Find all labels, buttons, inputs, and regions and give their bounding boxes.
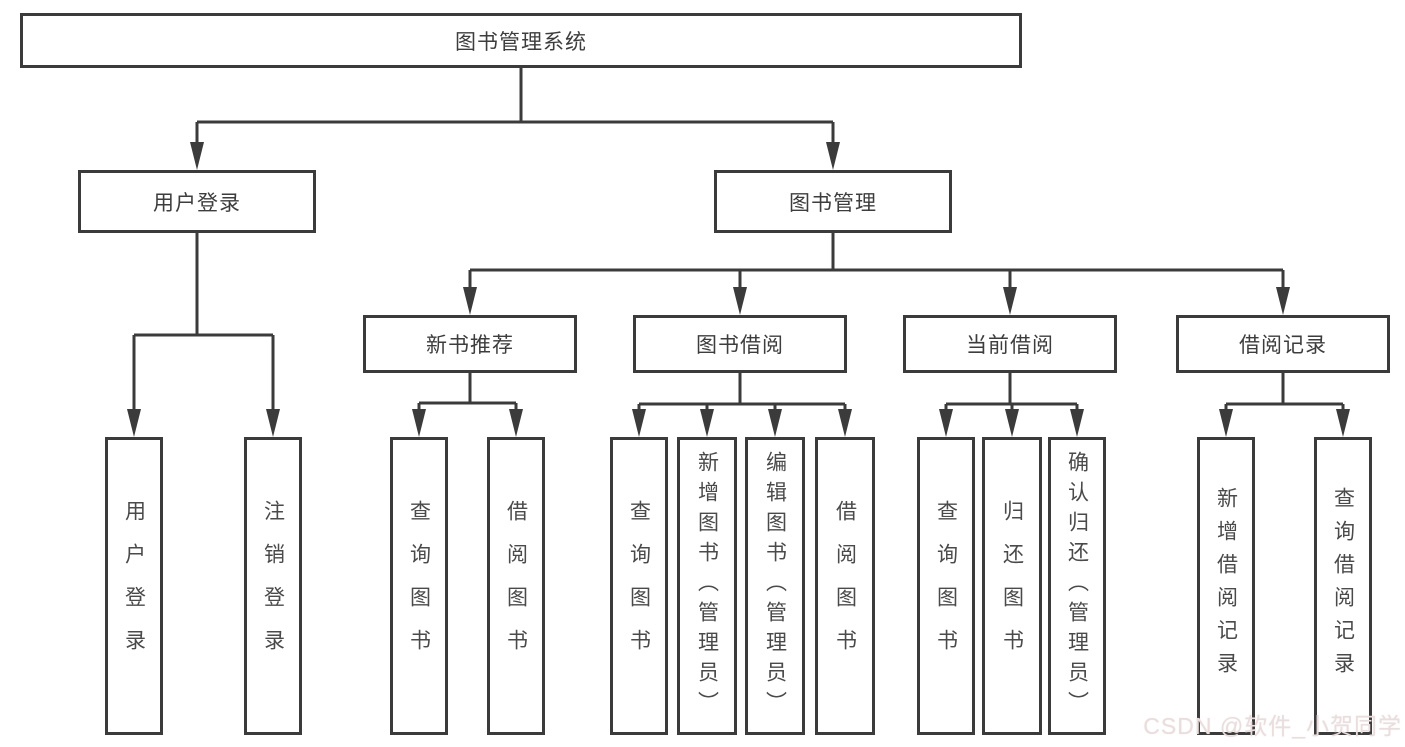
leaf-label: 确认归还（管理员） [1065,451,1089,721]
leaf-edit-book-admin: 编辑图书（管理员） [745,437,805,735]
leaf-label: 查询图书 [934,500,958,672]
node-label: 图书借阅 [696,334,784,357]
arrowhead-down-icon [509,409,523,437]
connector-userlogin-to-leaves [127,233,280,437]
arrowhead-down-icon [1336,409,1350,437]
node-label: 用户登录 [153,191,241,215]
node-label: 图书管理 [789,191,877,215]
leaf-user-login: 用户登录 [105,437,163,735]
csdn-watermark: CSDN @软件_小贺同学 [1143,713,1402,739]
leaf-borrow-books: 借阅图书 [815,437,875,735]
node-book-management: 图书管理 [714,170,952,233]
connector-newbook-to-leaves [412,373,523,437]
node-current-borrow: 当前借阅 [903,315,1117,373]
node-user-login: 用户登录 [78,170,316,233]
node-new-book-recommend: 新书推荐 [363,315,577,373]
connector-bookmgmt-to-level3 [463,233,1290,315]
arrowhead-down-icon [463,287,477,315]
node-label: 当前借阅 [966,334,1054,357]
leaf-label: 注销登录 [261,500,285,672]
leaf-label: 编辑图书（管理员） [763,451,787,721]
leaf-query-books: 查询图书 [917,437,975,735]
leaf-label: 借阅图书 [504,500,528,672]
connector-currentborrow-to-leaves [939,373,1084,437]
node-book-borrow: 图书借阅 [633,315,847,373]
arrowhead-down-icon [733,287,747,315]
arrowhead-down-icon [190,142,204,170]
leaf-add-book-admin: 新增图书（管理员） [677,437,737,735]
arrowhead-down-icon [1219,409,1233,437]
leaf-label: 查询图书 [407,500,431,672]
leaf-query-books: 查询图书 [390,437,448,735]
leaf-add-borrow-record: 新增借阅记录 [1197,437,1255,735]
node-borrow-records: 借阅记录 [1176,315,1390,373]
leaf-query-books: 查询图书 [610,437,668,735]
node-label: 借阅记录 [1239,334,1327,357]
leaf-borrow-books: 借阅图书 [487,437,545,735]
leaf-label: 归还图书 [1000,500,1024,672]
leaf-label: 查询借阅记录 [1331,487,1355,685]
arrowhead-down-icon [1276,287,1290,315]
leaf-label: 新增图书（管理员） [695,451,719,721]
arrowhead-down-icon [838,409,852,437]
arrowhead-down-icon [768,409,782,437]
arrowhead-down-icon [700,409,714,437]
node-label: 新书推荐 [426,334,514,357]
arrowhead-down-icon [826,142,840,170]
leaf-label: 新增借阅记录 [1214,487,1238,685]
leaf-label: 用户登录 [122,500,146,672]
leaf-logout: 注销登录 [244,437,302,735]
arrowhead-down-icon [412,409,426,437]
node-label: 图书管理系统 [455,30,587,54]
arrowhead-down-icon [632,409,646,437]
arrowhead-down-icon [1005,409,1019,437]
leaf-label: 查询图书 [627,500,651,672]
arrowhead-down-icon [1003,287,1017,315]
arrowhead-down-icon [1070,409,1084,437]
arrowhead-down-icon [939,409,953,437]
leaf-return-books: 归还图书 [982,437,1042,735]
leaf-query-borrow-record: 查询借阅记录 [1314,437,1372,735]
leaf-confirm-return-admin: 确认归还（管理员） [1048,437,1106,735]
connector-borrowrecords-to-leaves [1219,373,1350,437]
connector-root-to-level2 [190,68,840,170]
node-root-library-system: 图书管理系统 [20,13,1022,68]
arrowhead-down-icon [266,409,280,437]
leaf-label: 借阅图书 [833,500,857,672]
arrowhead-down-icon [127,409,141,437]
connector-bookborrow-to-leaves [632,373,852,437]
